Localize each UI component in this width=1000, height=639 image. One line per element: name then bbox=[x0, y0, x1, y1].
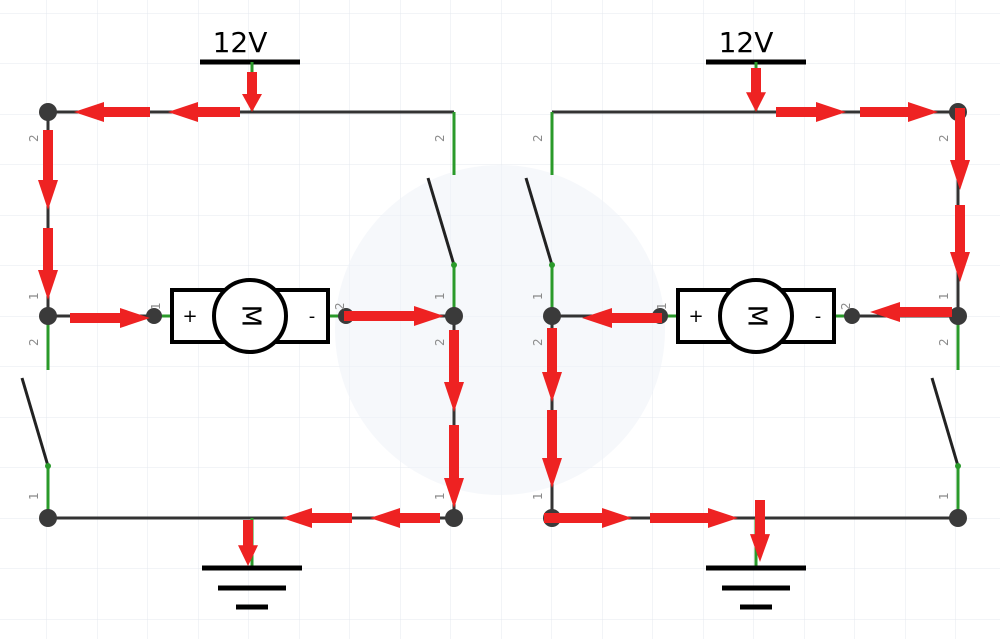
pin-number: 2 bbox=[937, 338, 951, 346]
switch-icon bbox=[426, 177, 456, 266]
current-arrow-icon bbox=[70, 308, 150, 328]
dc-motor-icon bbox=[170, 278, 330, 354]
pin-number: 1 bbox=[531, 292, 545, 300]
supply-label: 12V bbox=[719, 26, 774, 59]
current-arrow-icon bbox=[950, 108, 970, 190]
pin-number: 1 bbox=[937, 292, 951, 300]
left-circuit: 12V bbox=[20, 26, 463, 610]
current-arrow-icon bbox=[370, 508, 440, 528]
current-arrow-icon bbox=[168, 102, 240, 122]
switch-icon bbox=[524, 177, 554, 266]
ground-icon bbox=[706, 565, 806, 610]
motor-plus-sign: + bbox=[182, 306, 197, 327]
pin-number: 1 bbox=[27, 492, 41, 500]
motor-plus-sign: + bbox=[688, 306, 703, 327]
current-arrow-icon bbox=[542, 328, 562, 402]
pin-number: 2 bbox=[531, 134, 545, 142]
dc-motor-icon bbox=[676, 278, 836, 354]
current-arrow-icon bbox=[746, 68, 766, 112]
supply-label: 12V bbox=[213, 26, 268, 59]
current-arrow-icon bbox=[238, 520, 258, 566]
current-arrow-icon bbox=[544, 508, 632, 528]
ground-icon bbox=[202, 565, 302, 610]
pin-number: 1 bbox=[27, 292, 41, 300]
current-arrow-icon bbox=[282, 508, 352, 528]
pin-number: 2 bbox=[433, 338, 447, 346]
pin-number: 1 bbox=[531, 492, 545, 500]
watermark-shape bbox=[335, 165, 665, 495]
motor-label: M bbox=[236, 305, 266, 327]
motor-label: M bbox=[742, 305, 772, 327]
current-arrow-icon bbox=[582, 308, 662, 328]
motor-minus-sign: - bbox=[309, 306, 316, 327]
current-arrow-icon bbox=[444, 330, 464, 412]
current-flow-arrows bbox=[38, 68, 970, 566]
current-arrow-icon bbox=[750, 500, 770, 562]
pin-number: 2 bbox=[433, 134, 447, 142]
current-arrow-icon bbox=[38, 130, 58, 210]
current-arrow-icon bbox=[38, 228, 58, 300]
current-arrow-icon bbox=[344, 306, 444, 326]
pin-number: 2 bbox=[333, 302, 347, 310]
current-arrow-icon bbox=[444, 425, 464, 508]
current-arrow-icon bbox=[650, 508, 738, 528]
current-arrow-icon bbox=[776, 102, 846, 122]
current-arrow-icon bbox=[860, 102, 938, 122]
pin-number: 1 bbox=[433, 292, 447, 300]
current-arrow-icon bbox=[950, 205, 970, 282]
switch-icon bbox=[20, 377, 50, 467]
pin-number: 1 bbox=[149, 302, 163, 310]
motor-minus-sign: - bbox=[815, 306, 822, 327]
pin-number: 2 bbox=[27, 134, 41, 142]
pin-number: 1 bbox=[655, 302, 669, 310]
current-arrow-icon bbox=[542, 410, 562, 488]
pin-number: 2 bbox=[531, 338, 545, 346]
pin-number: 2 bbox=[27, 338, 41, 346]
pin-number: 2 bbox=[937, 134, 951, 142]
switch-icon bbox=[930, 377, 960, 467]
current-arrow-icon bbox=[74, 102, 150, 122]
current-arrow-icon bbox=[242, 72, 262, 112]
current-arrow-icon bbox=[870, 302, 952, 322]
pin-number: 2 bbox=[839, 302, 853, 310]
pin-number: 1 bbox=[433, 492, 447, 500]
pin-number: 1 bbox=[937, 492, 951, 500]
